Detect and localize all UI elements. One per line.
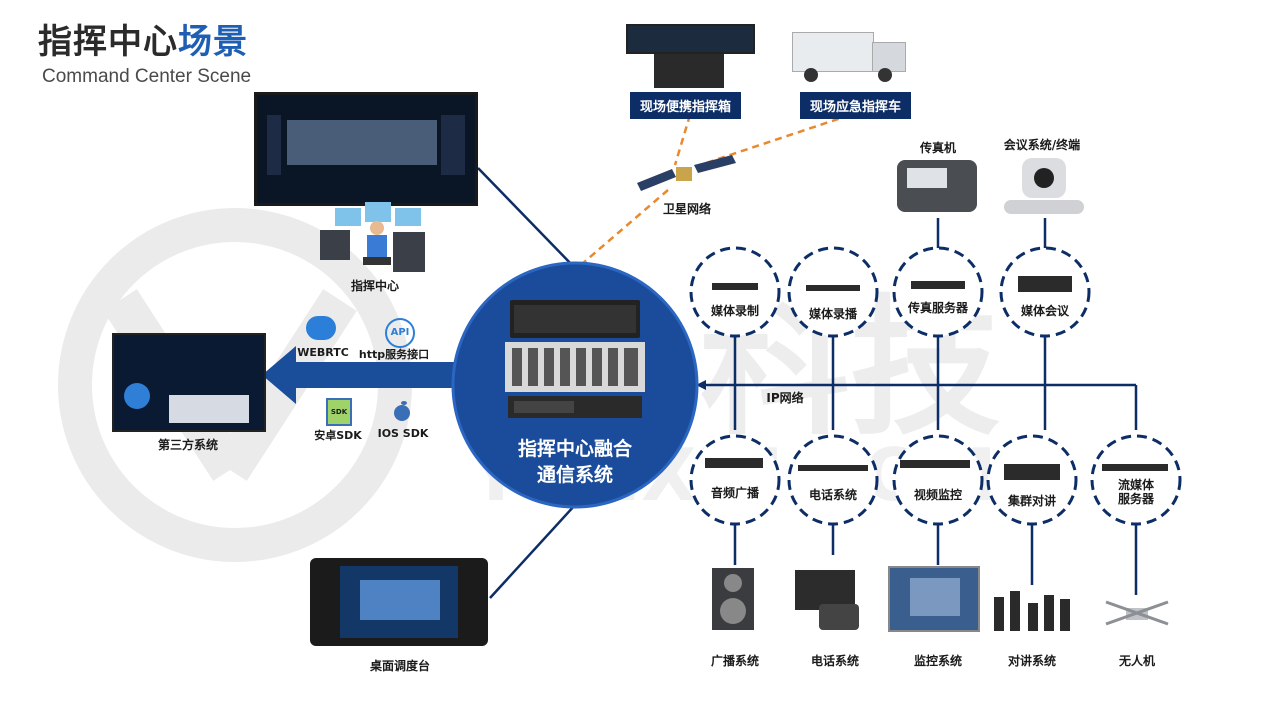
operator-icon bbox=[320, 202, 425, 272]
command-center-label: 指挥中心 bbox=[350, 279, 399, 293]
title-part1: 指挥中心 bbox=[38, 22, 178, 62]
endpoint-broadcast: 广播系统 bbox=[710, 654, 759, 668]
center-hub-title: 指挥中心融合 通信系统 bbox=[495, 436, 655, 488]
satellite-label: 卫星网络 bbox=[662, 202, 711, 216]
webrtc-label: WEBRTC bbox=[297, 346, 349, 359]
center-line2: 通信系统 bbox=[536, 464, 613, 486]
center-line1: 指挥中心融合 bbox=[517, 438, 632, 460]
vehicle-image bbox=[792, 28, 907, 82]
api-badge: API bbox=[390, 327, 410, 338]
drone-icon bbox=[1105, 600, 1169, 626]
conference-label: 会议系统/终端 bbox=[1003, 138, 1081, 152]
http-label: http服务接口 bbox=[358, 348, 430, 361]
interface-arrow bbox=[262, 346, 455, 404]
rack-units bbox=[705, 276, 1168, 480]
android-label: 安卓SDK bbox=[314, 429, 362, 442]
webrtc-icon bbox=[306, 316, 336, 340]
circle-phone-system: 电话系统 bbox=[808, 488, 857, 502]
sdk-badge: SDK bbox=[330, 408, 348, 416]
third-party-label: 第三方系统 bbox=[157, 438, 218, 452]
page-subtitle: Command Center Scene bbox=[42, 66, 252, 87]
conference-camera-image bbox=[1004, 158, 1084, 216]
ios-label: IOS SDK bbox=[377, 427, 429, 440]
circle-trunk-intercom: 集群对讲 bbox=[1007, 494, 1056, 508]
endpoint-monitoring: 监控系统 bbox=[913, 654, 962, 668]
circle-fax-server: 传真服务器 bbox=[907, 301, 968, 315]
circle-media-broadcast: 媒体录播 bbox=[808, 307, 857, 321]
page-title: 指挥中心场景 bbox=[38, 22, 248, 62]
fax-label: 传真机 bbox=[919, 141, 956, 155]
endpoint-intercom: 对讲系统 bbox=[1007, 654, 1056, 668]
api-icon: API bbox=[385, 318, 415, 348]
phone-system-image bbox=[795, 570, 871, 632]
title-part2: 场景 bbox=[178, 22, 248, 62]
wall-display-image bbox=[254, 92, 478, 206]
endpoint-phone: 电话系统 bbox=[810, 654, 859, 668]
circle-video-monitoring: 视频监控 bbox=[913, 488, 962, 502]
radios-icon bbox=[994, 591, 1070, 631]
vehicle-tag: 现场应急指挥车 bbox=[800, 92, 912, 119]
android-icon: SDK bbox=[326, 398, 352, 426]
circle-streaming-server: 流媒体 服务器 bbox=[1117, 478, 1154, 506]
portable-case-tag: 现场便携指挥箱 bbox=[630, 92, 742, 119]
desktop-console-label: 桌面调度台 bbox=[369, 659, 430, 673]
endpoint-drone: 无人机 bbox=[1118, 654, 1155, 668]
apple-icon bbox=[394, 401, 410, 421]
monitoring-screen-image bbox=[888, 566, 980, 632]
connector-lines bbox=[477, 167, 1138, 599]
portable-case-image bbox=[626, 24, 755, 88]
ip-network-label: IP网络 bbox=[766, 391, 804, 405]
third-party-display bbox=[112, 333, 266, 432]
circle-audio-broadcast: 音频广播 bbox=[710, 486, 759, 500]
circle-media-conference: 媒体会议 bbox=[1020, 304, 1069, 318]
fax-machine-image bbox=[897, 160, 977, 212]
circle-media-recording: 媒体录制 bbox=[710, 304, 759, 318]
satellite-icon bbox=[637, 155, 736, 191]
speaker-image bbox=[712, 568, 754, 630]
desktop-console-image bbox=[310, 558, 488, 646]
center-hub bbox=[451, 261, 699, 509]
